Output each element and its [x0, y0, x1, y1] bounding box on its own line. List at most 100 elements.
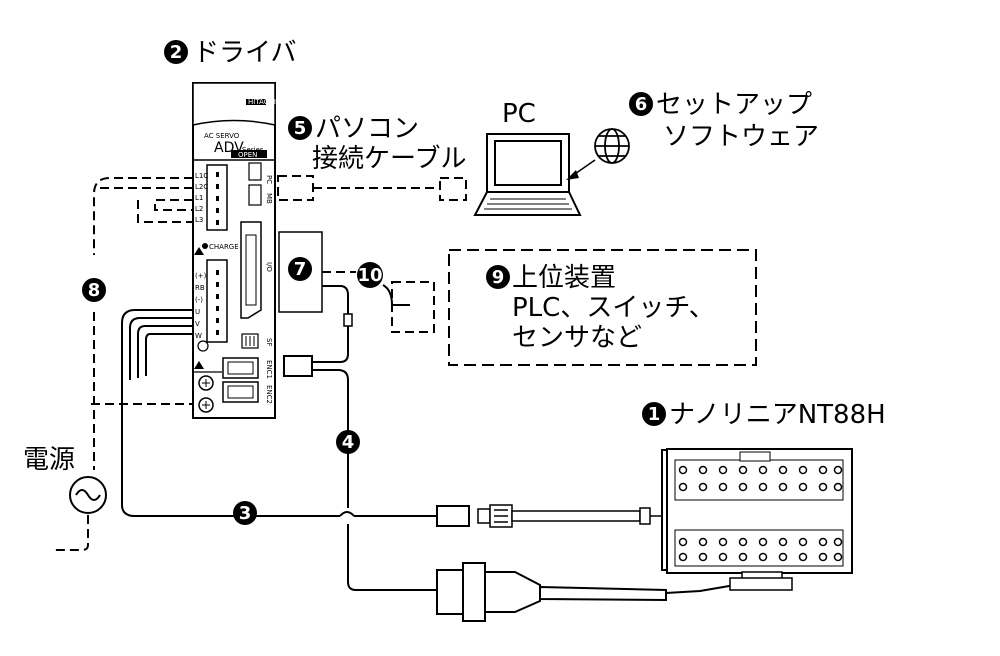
- motor-screw: [698, 465, 708, 475]
- motor-screw: [778, 552, 788, 562]
- software-label: 6 セットアップ ソフトウェア: [629, 90, 819, 152]
- port-io-label: I/O: [265, 262, 273, 272]
- power-source-label: 電源: [23, 445, 75, 475]
- term-l1: L1: [195, 194, 203, 202]
- motor-terminal: [206, 259, 228, 343]
- relay-badge: 10: [357, 262, 383, 288]
- motor-screw: [698, 482, 708, 492]
- svg-text:9: 9: [492, 267, 505, 288]
- motor-label: 1 ナノリニアNT88H: [642, 400, 886, 430]
- charge-label: CHARGE: [209, 243, 239, 251]
- svg-text:3: 3: [239, 503, 252, 524]
- motor-screw: [818, 482, 828, 492]
- warning-icon: [194, 247, 204, 255]
- pc-cable-line2: 接続ケーブル: [312, 144, 466, 174]
- driver-label: 2 ドライバ: [164, 38, 296, 68]
- io-cable-badge: 7: [288, 257, 312, 281]
- term-l1c: L1C: [195, 172, 208, 180]
- laptop-icon: [473, 133, 582, 216]
- io-port: [240, 221, 262, 319]
- arrow-head-icon: [566, 170, 579, 180]
- driver-number: 2: [170, 42, 183, 63]
- motor-cable-plug: [436, 505, 470, 527]
- ground-screw-2: [198, 397, 214, 413]
- motor-screw: [833, 465, 843, 475]
- motor-screw: [778, 537, 788, 547]
- software-line1: セットアップ: [656, 90, 812, 120]
- brand-logo: [246, 99, 266, 105]
- mb-port: [248, 184, 262, 206]
- motor-screw: [718, 552, 728, 562]
- encoder-connector: [436, 562, 736, 622]
- host-line3: センサなど: [512, 323, 642, 353]
- term-rb: RB: [195, 284, 205, 292]
- ground-screw-1: [198, 375, 214, 391]
- motor-screw: [778, 465, 788, 475]
- term-w: W: [195, 332, 202, 340]
- pc-cable-label: 5 パソコン 接続ケーブル: [288, 114, 466, 174]
- power-cable-badge: 8: [82, 278, 106, 302]
- term-u: U: [195, 308, 200, 316]
- term-v: V: [195, 320, 200, 328]
- motor-screw: [678, 552, 688, 562]
- motor-screw: [738, 482, 748, 492]
- motor-screw: [738, 537, 748, 547]
- term-l3: L3: [195, 216, 203, 224]
- motor-screw: [678, 537, 688, 547]
- motor-screw: [678, 465, 688, 475]
- svg-text:7: 7: [294, 259, 307, 280]
- series-text: AC SERVO: [204, 132, 240, 140]
- term-plus: (+): [195, 272, 207, 280]
- motor-screw: [798, 482, 808, 492]
- ac-source-icon: [69, 476, 107, 514]
- brand-text: HITACHI: [248, 98, 276, 106]
- svg-text:1: 1: [648, 404, 661, 425]
- globe-icon: [594, 128, 630, 164]
- svg-text:8: 8: [88, 280, 101, 301]
- svg-text:10: 10: [357, 265, 382, 286]
- motor-screw: [778, 482, 788, 492]
- ferrite-core: [343, 313, 353, 327]
- software-line2: ソフトウェア: [663, 122, 819, 152]
- encoder-cable: [312, 285, 437, 591]
- motor-screw: [798, 537, 808, 547]
- host-badge: 9: [486, 265, 510, 289]
- motor-screw: [738, 552, 748, 562]
- port-sf-label: SF: [265, 338, 273, 346]
- pc-cable-line1: パソコン: [315, 114, 419, 144]
- host-title: 上位装置: [512, 263, 616, 293]
- motor-screw: [798, 465, 808, 475]
- motor-screw: [718, 537, 728, 547]
- driver-unit: HITACHI AC SERVO ADV Series OPEN L1C L2C…: [192, 82, 276, 419]
- motor-screw: [678, 482, 688, 492]
- port-enc2-label: ENC2: [265, 385, 273, 404]
- host-device-box: [448, 249, 757, 366]
- charge-led-icon: [202, 243, 208, 249]
- motor-cable-badge: 3: [233, 501, 257, 525]
- motor-screw: [698, 537, 708, 547]
- relay-terminal: [391, 281, 435, 333]
- motor-screws: [678, 465, 843, 562]
- pc-label: PC: [502, 99, 536, 129]
- motor-screw: [798, 552, 808, 562]
- motor-screw: [758, 465, 768, 475]
- enc2-port: [222, 381, 259, 403]
- port-mb-label: MB: [265, 193, 273, 204]
- port-pc-label: PC: [265, 175, 273, 184]
- motor-cable: [121, 309, 437, 517]
- motor-screw: [758, 482, 768, 492]
- term-minus: (-): [195, 296, 203, 304]
- motor-screw: [833, 552, 843, 562]
- enc1-port: [222, 357, 259, 379]
- svg-text:5: 5: [294, 118, 307, 139]
- term-l2: L2: [195, 205, 203, 213]
- term-l2c: L2C: [195, 183, 208, 191]
- motor-connector: [477, 504, 664, 528]
- motor-screw: [818, 537, 828, 547]
- open-label: OPEN: [238, 151, 257, 159]
- warning-icon-2: [194, 361, 204, 369]
- motor-screw: [718, 482, 728, 492]
- ground-icon: [197, 340, 209, 352]
- driver-title: ドライバ: [193, 38, 296, 68]
